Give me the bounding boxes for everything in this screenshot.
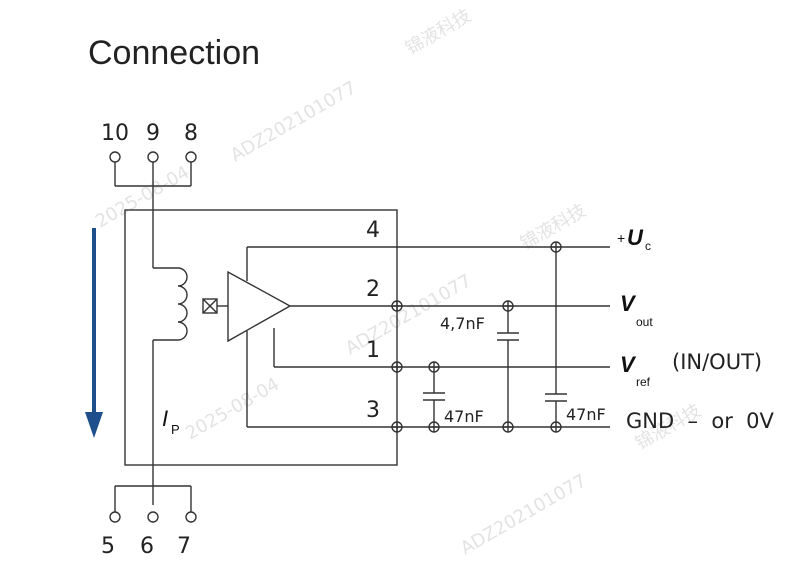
capacitor-out-gnd <box>497 300 519 433</box>
output-symbol: V <box>620 291 637 316</box>
supply-symbol: U <box>627 225 644 250</box>
reference-symbol: V <box>620 352 637 377</box>
pin-label-4: 4 <box>366 218 380 243</box>
output-label: V out <box>620 291 653 329</box>
output-subscript: out <box>636 315 653 329</box>
pin-label-8: 8 <box>184 121 198 146</box>
supply-label: + U c <box>617 225 651 253</box>
supply-prefix: + <box>617 230 625 246</box>
reference-subscript: ref <box>636 375 651 389</box>
pin-label-7: 7 <box>177 534 191 559</box>
pin-label-5: 5 <box>101 534 115 559</box>
capacitor-label: 47nF <box>444 407 484 426</box>
sensor-body-outline <box>124 209 398 466</box>
bottom-pin-terminals <box>109 485 197 523</box>
ground-label: GND – or 0V <box>626 409 775 433</box>
pin-label-9: 9 <box>146 121 160 146</box>
pin-label-1: 1 <box>366 338 380 363</box>
supply-subscript: c <box>645 239 651 253</box>
capacitor-label: 47nF <box>566 405 606 424</box>
capacitor-label: 4,7nF <box>440 314 485 333</box>
hall-element-icon <box>202 298 228 314</box>
watermark-layer: ADZ202101077 ADZ202101077 ADZ202101077 2… <box>92 5 705 559</box>
watermark-code: ADZ202101077 <box>227 77 360 166</box>
reference-direction-note: (IN/OUT) <box>672 350 762 374</box>
primary-coil <box>152 267 188 505</box>
output-terminals <box>391 300 403 433</box>
page-title: Connection <box>88 34 261 72</box>
current-direction-arrow <box>85 228 103 438</box>
pin-label-6: 6 <box>140 534 154 559</box>
reference-label: V ref (IN/OUT) <box>620 350 762 389</box>
pin-label-3: 3 <box>366 398 380 423</box>
watermark-code: ADZ202101077 <box>457 470 590 559</box>
top-pin-terminals <box>109 151 197 268</box>
watermark-date: 2025-08-04 <box>182 374 283 444</box>
capacitor-ref-gnd <box>423 361 445 433</box>
current-subscript: P <box>171 422 180 437</box>
watermark-company: 锦液科技 <box>402 5 475 59</box>
pin-label-10: 10 <box>101 121 129 146</box>
watermark-company: 锦液科技 <box>517 200 590 254</box>
current-symbol: I <box>162 406 168 431</box>
primary-current-label: I P <box>162 406 180 437</box>
pin-label-2: 2 <box>366 277 380 302</box>
capacitor-supply-gnd <box>545 241 567 433</box>
amplifier-triangle <box>227 270 292 343</box>
watermark-date: 2025-08-04 <box>92 162 193 232</box>
